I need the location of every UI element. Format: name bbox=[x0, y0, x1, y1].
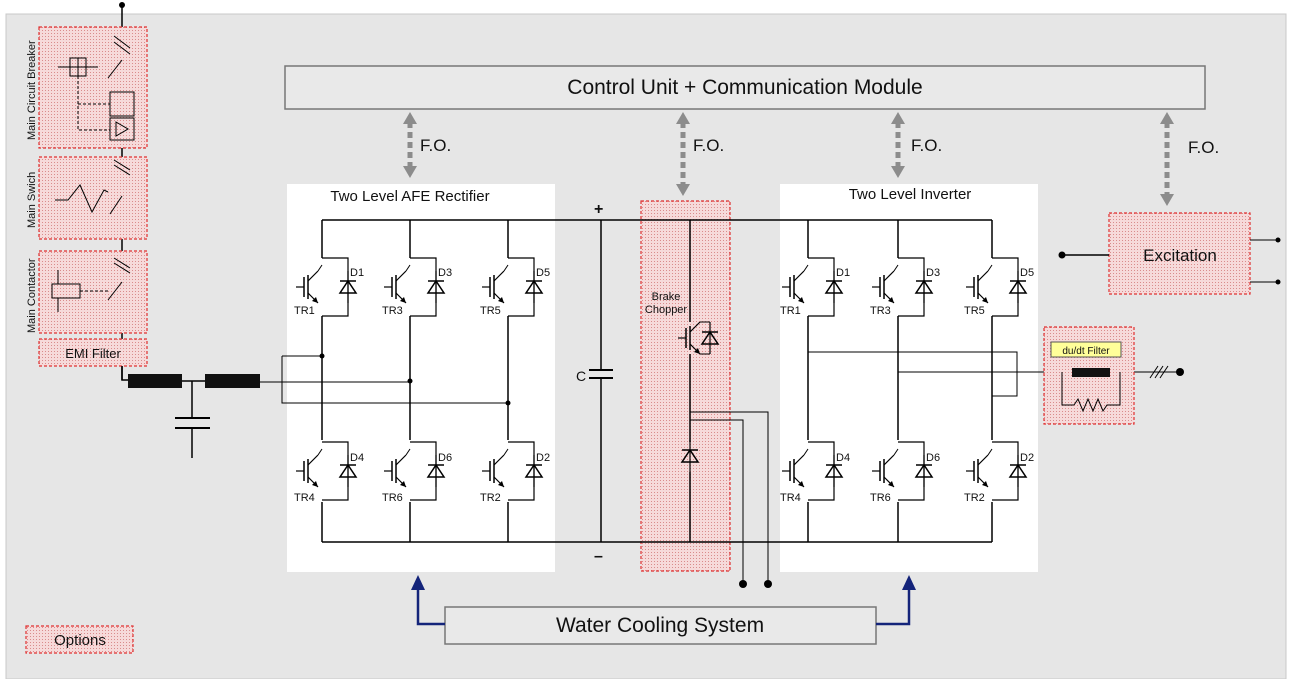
control-unit-box bbox=[284, 65, 1206, 110]
switch-cell: TR6 D6 bbox=[382, 441, 452, 504]
diode-label: D4 bbox=[836, 452, 850, 464]
transistor-label: TR1 bbox=[294, 305, 315, 317]
control-unit: Control Unit + Communication Module bbox=[284, 65, 1206, 110]
inverter-title: Two Level Inverter bbox=[849, 186, 972, 203]
water-cooling-label: Water Cooling System bbox=[556, 614, 764, 637]
diode-label: D3 bbox=[438, 267, 452, 279]
inverter-panel bbox=[780, 184, 1038, 572]
brake-chopper-label-1: Brake bbox=[652, 291, 681, 303]
transistor-label: TR4 bbox=[780, 492, 801, 504]
switch-cell: TR5 D5 bbox=[964, 257, 1034, 317]
excitation-label: Excitation bbox=[1143, 246, 1217, 265]
input-section: Main Circuit Breaker Main Swich Main Con… bbox=[26, 2, 260, 458]
brake-chopper: Brake Chopper bbox=[640, 200, 731, 572]
excitation-unit: Excitation bbox=[1058, 212, 1281, 295]
fiber-optic-links: F.O. F.O. F.O. F.O. bbox=[403, 112, 1219, 206]
main-switch-box bbox=[38, 156, 148, 240]
switch-cell: TR5 D5 bbox=[480, 257, 550, 317]
dc-plus-label: + bbox=[594, 201, 603, 218]
switch-cell: TR2 D2 bbox=[964, 441, 1034, 504]
fo-label: F.O. bbox=[693, 136, 724, 155]
switch-cell: TR1 D1 bbox=[294, 257, 364, 317]
diode-label: D6 bbox=[926, 452, 940, 464]
rectifier-ac-wiring bbox=[260, 355, 508, 404]
diode-label: D3 bbox=[926, 267, 940, 279]
dc-minus-label: – bbox=[594, 548, 603, 565]
rectifier-title: Two Level AFE Rectifier bbox=[330, 188, 489, 205]
line-reactor-2 bbox=[205, 374, 260, 388]
emi-filter-label: EMI Filter bbox=[65, 346, 121, 361]
brake-chopper-label-2: Chopper bbox=[645, 304, 688, 316]
line-reactor-1 bbox=[128, 374, 182, 388]
control-unit-label: Control Unit + Communication Module bbox=[567, 76, 922, 99]
diode-label: D1 bbox=[350, 267, 364, 279]
diode-label: D2 bbox=[1020, 452, 1034, 464]
fo-link-inverter: F.O. bbox=[891, 112, 942, 178]
diode-label: D6 bbox=[438, 452, 452, 464]
fo-label: F.O. bbox=[911, 136, 942, 155]
switch-cell: TR3 D3 bbox=[870, 257, 940, 317]
diode-label: D4 bbox=[350, 452, 364, 464]
diode-label: D2 bbox=[536, 452, 550, 464]
transistor-label: TR5 bbox=[480, 305, 501, 317]
transistor-label: TR2 bbox=[480, 492, 501, 504]
transistor-label: TR4 bbox=[294, 492, 315, 504]
brake-chopper-circuit bbox=[677, 220, 772, 588]
water-cooling-box bbox=[444, 606, 877, 645]
fo-link-excitation: F.O. bbox=[1160, 112, 1219, 206]
dudt-reactor bbox=[1072, 368, 1110, 377]
main-circuit-breaker-box bbox=[38, 26, 148, 149]
capacitor-label: C bbox=[576, 368, 586, 384]
brake-chopper-box bbox=[640, 200, 731, 572]
diode-label: D5 bbox=[1020, 267, 1034, 279]
options-legend: Options bbox=[25, 625, 134, 654]
switch-cell: TR4 D4 bbox=[294, 441, 364, 504]
rectifier-panel bbox=[287, 184, 555, 572]
emi-filter-box bbox=[38, 338, 148, 367]
dudt-filter: du/dt Filter bbox=[1043, 326, 1184, 425]
fo-label: F.O. bbox=[1188, 138, 1219, 157]
fo-label: F.O. bbox=[420, 136, 451, 155]
transistor-label: TR6 bbox=[870, 492, 891, 504]
main-contactor-label: Main Contactor bbox=[26, 258, 38, 333]
transistor-label: TR5 bbox=[964, 305, 985, 317]
switch-cell: TR1 D1 bbox=[780, 257, 850, 317]
main-circuit-breaker-label: Main Circuit Breaker bbox=[26, 40, 38, 140]
excitation-box bbox=[1108, 212, 1251, 295]
fo-link-brake: F.O. bbox=[676, 112, 724, 196]
diode-label: D1 bbox=[836, 267, 850, 279]
dc-bus bbox=[322, 219, 992, 543]
options-legend-box bbox=[25, 625, 134, 654]
dudt-filter-label-box bbox=[1050, 341, 1122, 358]
transistor-label: TR3 bbox=[870, 305, 891, 317]
transistor-label: TR1 bbox=[780, 305, 801, 317]
switch-cell: TR2 D2 bbox=[480, 441, 550, 504]
transistor-label: TR6 bbox=[382, 492, 403, 504]
dc-link-capacitor: C bbox=[576, 220, 613, 542]
switch-cell: TR3 D3 bbox=[382, 257, 452, 317]
diode-label: D5 bbox=[536, 267, 550, 279]
main-contactor-box bbox=[38, 250, 148, 334]
transistor-label: TR3 bbox=[382, 305, 403, 317]
transistor-label: TR2 bbox=[964, 492, 985, 504]
switch-cell: TR6 D6 bbox=[870, 441, 940, 504]
main-switch-label: Main Swich bbox=[26, 172, 38, 228]
switch-cell: TR4 D4 bbox=[780, 441, 850, 504]
water-cooling-system: Water Cooling System bbox=[411, 575, 916, 645]
options-legend-label: Options bbox=[54, 632, 106, 649]
fo-link-rectifier: F.O. bbox=[403, 112, 451, 178]
dudt-filter-label: du/dt Filter bbox=[1062, 346, 1110, 357]
